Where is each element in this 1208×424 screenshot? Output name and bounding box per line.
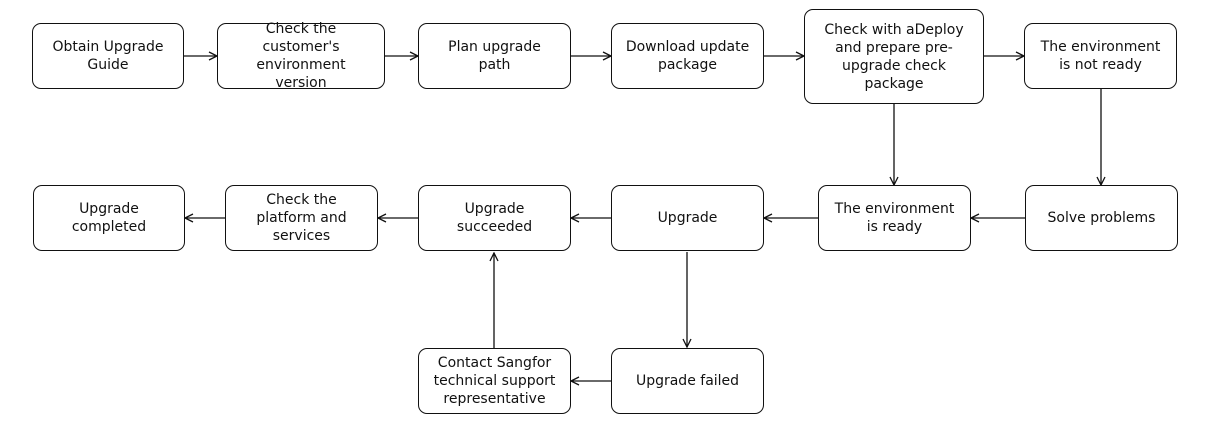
node-label: Upgrade failed: [635, 373, 740, 389]
node-upgrade: Upgrade: [611, 185, 764, 251]
node-label: Contact Sangfor technical support repres…: [433, 355, 556, 407]
node-contact-sangfor-support: Contact Sangfor technical support repres…: [418, 348, 571, 414]
node-solve-problems: Solve problems: [1025, 185, 1178, 251]
node-label: Check the customer's environment version: [256, 21, 346, 91]
node-download-update-package: Download update package: [611, 23, 764, 89]
node-plan-upgrade-path: Plan upgrade path: [418, 23, 571, 89]
node-label: Upgrade: [657, 210, 718, 226]
node-label: Upgrade succeeded: [456, 201, 533, 235]
node-obtain-upgrade-guide: Obtain Upgrade Guide: [32, 23, 184, 89]
node-environment-ready: The environment is ready: [818, 185, 971, 251]
node-check-customer-environment-version: Check the customer's environment version: [217, 21, 385, 91]
node-check-with-adeploy: Check with aDeploy and prepare pre- upgr…: [804, 9, 984, 104]
node-environment-not-ready: The environment is not ready: [1024, 23, 1177, 89]
node-label: Obtain Upgrade Guide: [52, 39, 164, 73]
node-label: Upgrade completed: [71, 201, 147, 235]
node-label: Download update package: [625, 39, 750, 73]
node-label: Check with aDeploy and prepare pre- upgr…: [824, 21, 964, 92]
node-label: The environment is ready: [834, 201, 955, 235]
node-check-platform-and-services: Check the platform and services: [225, 185, 378, 251]
node-upgrade-succeeded: Upgrade succeeded: [418, 185, 571, 251]
node-label: Plan upgrade path: [448, 39, 541, 73]
node-label: Check the platform and services: [256, 192, 347, 244]
node-upgrade-failed: Upgrade failed: [611, 348, 764, 414]
node-label: The environment is not ready: [1040, 39, 1161, 73]
node-label: Solve problems: [1047, 210, 1156, 226]
node-upgrade-completed: Upgrade completed: [33, 185, 185, 251]
